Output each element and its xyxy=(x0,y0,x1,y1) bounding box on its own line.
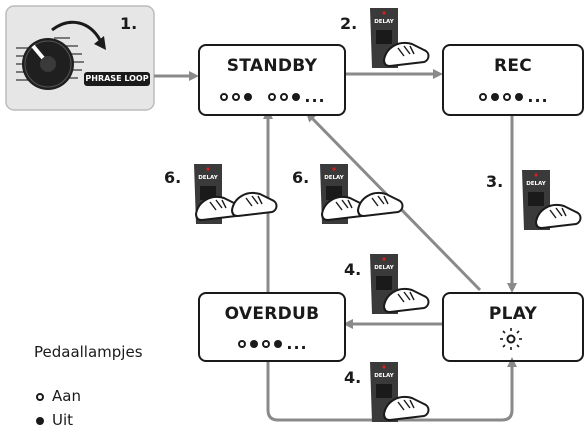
standby-state: STANDBY ... xyxy=(198,44,346,116)
led-on-icon xyxy=(280,92,289,101)
legend-on-label: Aan xyxy=(52,387,81,405)
play-state: PLAY xyxy=(442,292,584,362)
led-on-icon xyxy=(503,92,512,101)
foot-icon xyxy=(382,288,430,314)
step-4-number-lower: 4. xyxy=(344,368,362,387)
step-6-number-middle: 6. xyxy=(292,168,310,187)
led-ellipsis: ... xyxy=(527,87,549,106)
foot-icon xyxy=(534,204,582,230)
pedal-label: DELAY xyxy=(324,175,345,181)
pedal-label: DELAY xyxy=(374,19,395,25)
play-title: PLAY xyxy=(488,304,538,324)
rec-state: REC ... xyxy=(442,44,584,116)
foot-icon xyxy=(382,42,430,68)
led-on-icon xyxy=(36,392,44,401)
pedal-label: DELAY xyxy=(198,175,219,181)
rec-leds: ... xyxy=(444,86,582,106)
phrase-loop-badge xyxy=(84,72,150,86)
led-on-icon xyxy=(232,92,241,101)
overdub-title: OVERDUB xyxy=(224,304,320,324)
step-3-number: 3. xyxy=(486,172,504,191)
led-ellipsis: ... xyxy=(286,334,308,353)
standby-title: STANDBY xyxy=(226,56,318,76)
led-on-icon xyxy=(479,92,488,101)
rec-title: REC xyxy=(493,56,533,76)
pedal-step-4-lower: DELAY xyxy=(368,360,432,430)
led-off-icon xyxy=(274,339,283,348)
pedal-label: DELAY xyxy=(526,181,547,187)
play-blink-led-icon xyxy=(500,328,522,350)
pedal-label: DELAY xyxy=(374,373,395,379)
overdub-leds: ... xyxy=(200,333,344,353)
led-off-icon xyxy=(244,92,253,101)
led-off-icon xyxy=(515,92,524,101)
led-off-icon xyxy=(292,92,301,101)
pedal-icon: DELAY xyxy=(522,170,582,230)
step-2-number: 2. xyxy=(340,14,358,33)
pedal-label: DELAY xyxy=(374,265,395,271)
rotate-arrow-icon xyxy=(51,20,102,41)
legend-title: Pedaallampjes xyxy=(34,343,143,361)
led-off-icon xyxy=(250,339,259,348)
led-on-icon xyxy=(262,339,271,348)
knob-icon xyxy=(22,38,74,90)
led-off-icon xyxy=(36,416,44,425)
pedal-step-4-upper: DELAY xyxy=(368,252,432,322)
led-off-icon xyxy=(491,92,500,101)
led-on-icon xyxy=(220,92,229,101)
led-ellipsis: ... xyxy=(304,87,326,106)
step-1-number: 1. xyxy=(120,14,138,33)
transition-arrows xyxy=(154,69,517,422)
foot-icon xyxy=(382,396,430,422)
pedal-step-6-left: DELAY xyxy=(192,162,284,232)
pedal-step-3: DELAY xyxy=(520,168,584,238)
phrase-loop-label: PHRASE LOOP xyxy=(85,74,149,83)
overdub-state: OVERDUB ... xyxy=(198,292,346,362)
step-4-number-upper: 4. xyxy=(344,260,362,279)
foot-icon xyxy=(230,192,278,218)
knob-panel xyxy=(5,5,155,111)
pedal-icon: DELAY xyxy=(370,8,430,68)
led-on-icon xyxy=(268,92,277,101)
legend-off-label: Uit xyxy=(52,411,74,429)
legend-row-on: Aan xyxy=(34,387,81,405)
led-on-icon xyxy=(238,339,247,348)
legend-row-off: Uit xyxy=(34,411,73,429)
step-6-number-left: 6. xyxy=(164,168,182,187)
foot-icon xyxy=(356,192,404,218)
pedal-icon: DELAY xyxy=(370,362,430,422)
pedal-icon: DELAY xyxy=(320,164,404,224)
standby-leds: ... xyxy=(200,86,344,106)
pedal-icon: DELAY xyxy=(370,254,430,314)
pedal-step-2: DELAY xyxy=(368,6,432,76)
pedal-step-6-middle: DELAY xyxy=(318,162,410,232)
pedal-icon: DELAY xyxy=(194,164,278,224)
